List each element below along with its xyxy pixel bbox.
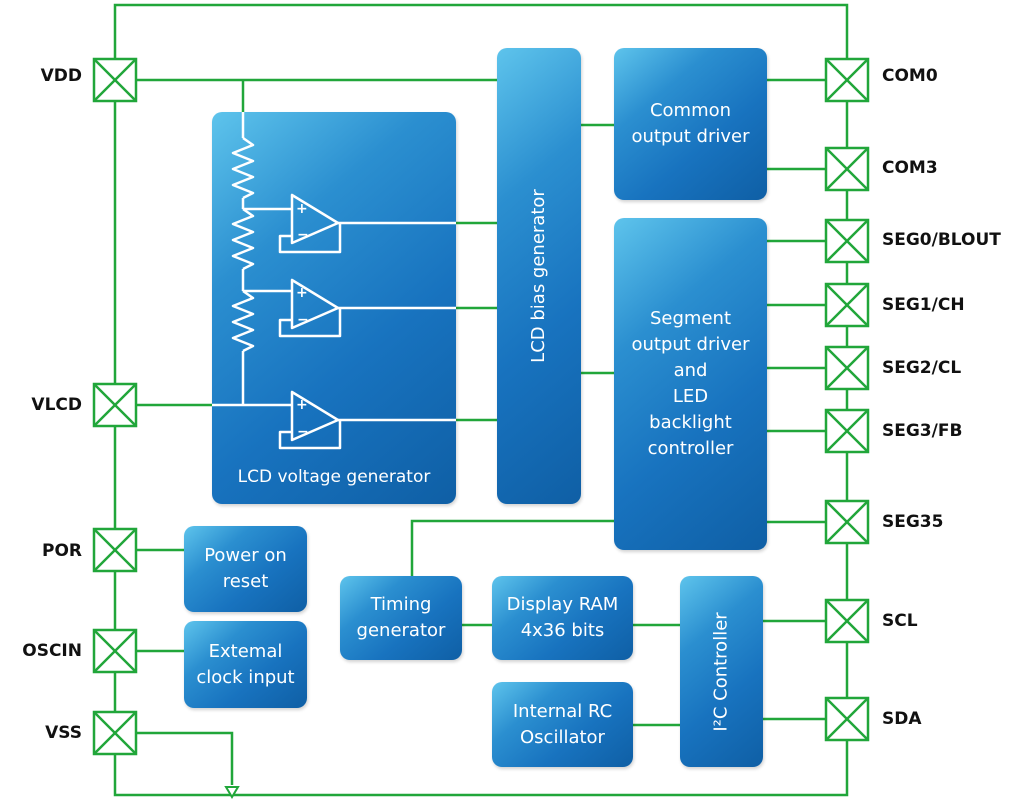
i2c-controller-label: I²C Controller	[710, 611, 732, 732]
pin-box-oscin	[92, 628, 138, 674]
pin-label-seg3-fb: SEG3/FB	[882, 421, 963, 441]
display-ram-block: Display RAM 4x36 bits	[492, 576, 633, 660]
timing-generator-block: Timing generator	[340, 576, 462, 660]
pin-label-seg1-ch: SEG1/CH	[882, 295, 965, 315]
common-output-driver-block: Common output driver	[614, 48, 767, 200]
internal-rc-oscillator-block: Internal RC Oscillator	[492, 682, 633, 767]
resistor-1	[231, 136, 255, 200]
pin-box-seg35	[824, 499, 870, 545]
pin-label-por: POR	[41, 541, 82, 561]
svg-text:−: −	[297, 312, 309, 328]
segment-driver-line-3: and	[673, 360, 708, 381]
power-on-reset-line-2: reset	[222, 571, 269, 592]
pin-box-seg0	[824, 218, 870, 264]
lcd-bias-generator-block: LCD bias generator	[497, 48, 581, 504]
pin-label-seg0-blout: SEG0/BLOUT	[882, 230, 1001, 250]
display-ram-line-1: Display RAM	[506, 594, 619, 615]
bottom-frame-wire	[113, 740, 849, 797]
pin-label-scl: SCL	[882, 611, 918, 631]
internal-rc-line-1: Internal RC	[512, 700, 613, 722]
pin-box-scl	[824, 598, 870, 644]
i2c-controller-block: I²C Controller	[680, 576, 763, 767]
power-on-reset-line-1: Power on	[204, 545, 287, 566]
segment-driver-line-6: controller	[647, 438, 734, 459]
external-clock-input-block: Extemal clock input	[184, 621, 307, 708]
lcd-voltage-generator-label: LCD voltage generator	[237, 467, 431, 487]
svg-text:−: −	[297, 227, 309, 243]
pin-label-com3: COM3	[882, 158, 938, 178]
pin-label-seg35: SEG35	[882, 512, 944, 532]
lcd-voltage-generator-block: + − + − + − LCD voltage generator	[212, 112, 456, 504]
segment-driver-line-2: output driver	[631, 334, 750, 355]
resistor-3	[231, 289, 255, 353]
svg-text:+: +	[296, 397, 308, 413]
pin-label-vss: VSS	[45, 723, 82, 743]
lcd-bias-generator-label: LCD bias generator	[528, 189, 549, 363]
pin-box-seg1	[824, 282, 870, 328]
pin-box-por	[92, 527, 138, 573]
resistor-2	[231, 207, 255, 271]
power-on-reset-block: Power on reset	[184, 526, 307, 612]
pin-box-com0	[824, 57, 870, 103]
opamp-1	[290, 193, 340, 245]
segment-driver-line-5: backlight	[649, 412, 732, 433]
display-ram-line-2: 4x36 bits	[520, 620, 605, 641]
pin-label-com0: COM0	[882, 66, 938, 86]
timing-wire	[410, 519, 614, 576]
common-output-driver-line-2: output driver	[631, 126, 750, 147]
segment-driver-line-4: LED	[672, 386, 709, 407]
segment-driver-line-1: Segment	[650, 308, 731, 329]
opamp-2	[290, 278, 340, 330]
svg-text:+: +	[296, 201, 308, 217]
pin-label-vdd: VDD	[40, 66, 82, 86]
pin-label-seg2-cl: SEG2/CL	[882, 358, 962, 378]
segment-output-driver-block: Segment output driver and LED backlight …	[614, 218, 767, 550]
pin-box-vlcd	[92, 382, 138, 428]
svg-text:−: −	[297, 424, 309, 440]
pin-box-com3	[824, 146, 870, 192]
pin-box-seg3	[824, 408, 870, 454]
pin-label-oscin: OSCIN	[22, 641, 82, 661]
internal-rc-line-2: Oscillator	[520, 726, 605, 748]
timing-generator-line-2: generator	[356, 620, 446, 641]
resistor-ladder-opamp-circuit: + − + − + −	[212, 112, 456, 450]
external-clock-line-1: Extemal	[208, 640, 283, 662]
pin-label-vlcd: VLCD	[31, 395, 82, 415]
pin-box-vdd	[92, 57, 138, 103]
pin-label-sda: SDA	[882, 709, 922, 729]
svg-text:+: +	[296, 285, 308, 301]
pin-box-sda	[824, 696, 870, 742]
common-output-driver-line-1: Common	[649, 100, 732, 121]
frame-wire	[113, 3, 849, 59]
pin-box-seg2	[824, 345, 870, 391]
external-clock-line-2: clock input	[196, 666, 295, 688]
opamp-3	[290, 390, 340, 442]
pin-box-vss	[92, 710, 138, 756]
timing-generator-line-1: Timing	[370, 594, 432, 615]
vss-wire	[136, 731, 234, 785]
